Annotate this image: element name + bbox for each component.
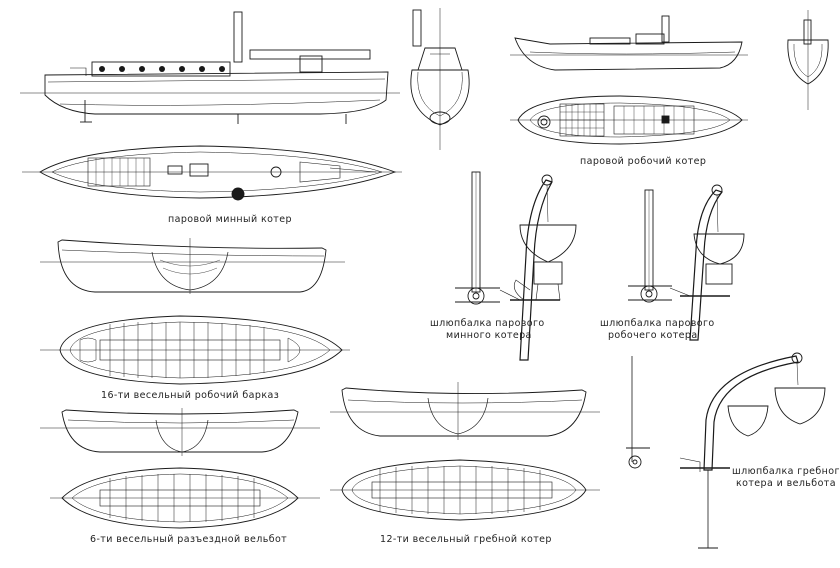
steam-work-boat-caption: паровой робочий котер bbox=[580, 156, 707, 167]
whaleboat-6-caption: 6-ти весельный разъездной вельбот bbox=[90, 534, 288, 545]
davit-rowing-cutter bbox=[626, 352, 826, 549]
steam-work-boat-side-view bbox=[510, 15, 748, 71]
rowing-cutter-12-side-view bbox=[330, 382, 600, 440]
torpedo-boat-deck-plan bbox=[22, 145, 402, 201]
davit-torpedo-caption-line2: минного котера bbox=[446, 330, 532, 341]
davit-torpedo-boat bbox=[455, 171, 577, 361]
davit-rowing-caption-line2: котера и вельбота bbox=[736, 478, 836, 489]
whaleboat-6-deck-plan bbox=[50, 467, 320, 529]
steam-work-boat-deck-plan bbox=[510, 95, 748, 145]
torpedo-boat-side-view bbox=[20, 11, 400, 124]
steam-work-boat-section-view bbox=[787, 10, 829, 110]
davit-work-caption-line1: шлюпбалка парового bbox=[600, 318, 715, 329]
longboat-16-caption: 16-ти весельный робочий барказ bbox=[101, 390, 280, 401]
davit-work-caption-line2: робочего котера bbox=[608, 330, 698, 341]
rowing-cutter-12-deck-plan bbox=[330, 459, 600, 521]
torpedo-boat-portholes bbox=[99, 66, 225, 72]
whaleboat-6-side-view bbox=[40, 408, 320, 456]
torpedo-boat-section-view bbox=[410, 8, 470, 150]
davit-rowing-caption-line1: шлюпбалка гребного bbox=[732, 466, 840, 477]
davit-torpedo-caption-line1: шлюпбалка парового bbox=[430, 318, 545, 329]
longboat-16-deck-plan bbox=[40, 315, 350, 385]
torpedo-boat-caption: паровой минный котер bbox=[168, 214, 292, 225]
longboat-16-side-view bbox=[40, 238, 345, 294]
davit-work-boat bbox=[628, 184, 745, 341]
rowing-cutter-12-caption: 12-ти весельный гребной котер bbox=[380, 534, 552, 545]
